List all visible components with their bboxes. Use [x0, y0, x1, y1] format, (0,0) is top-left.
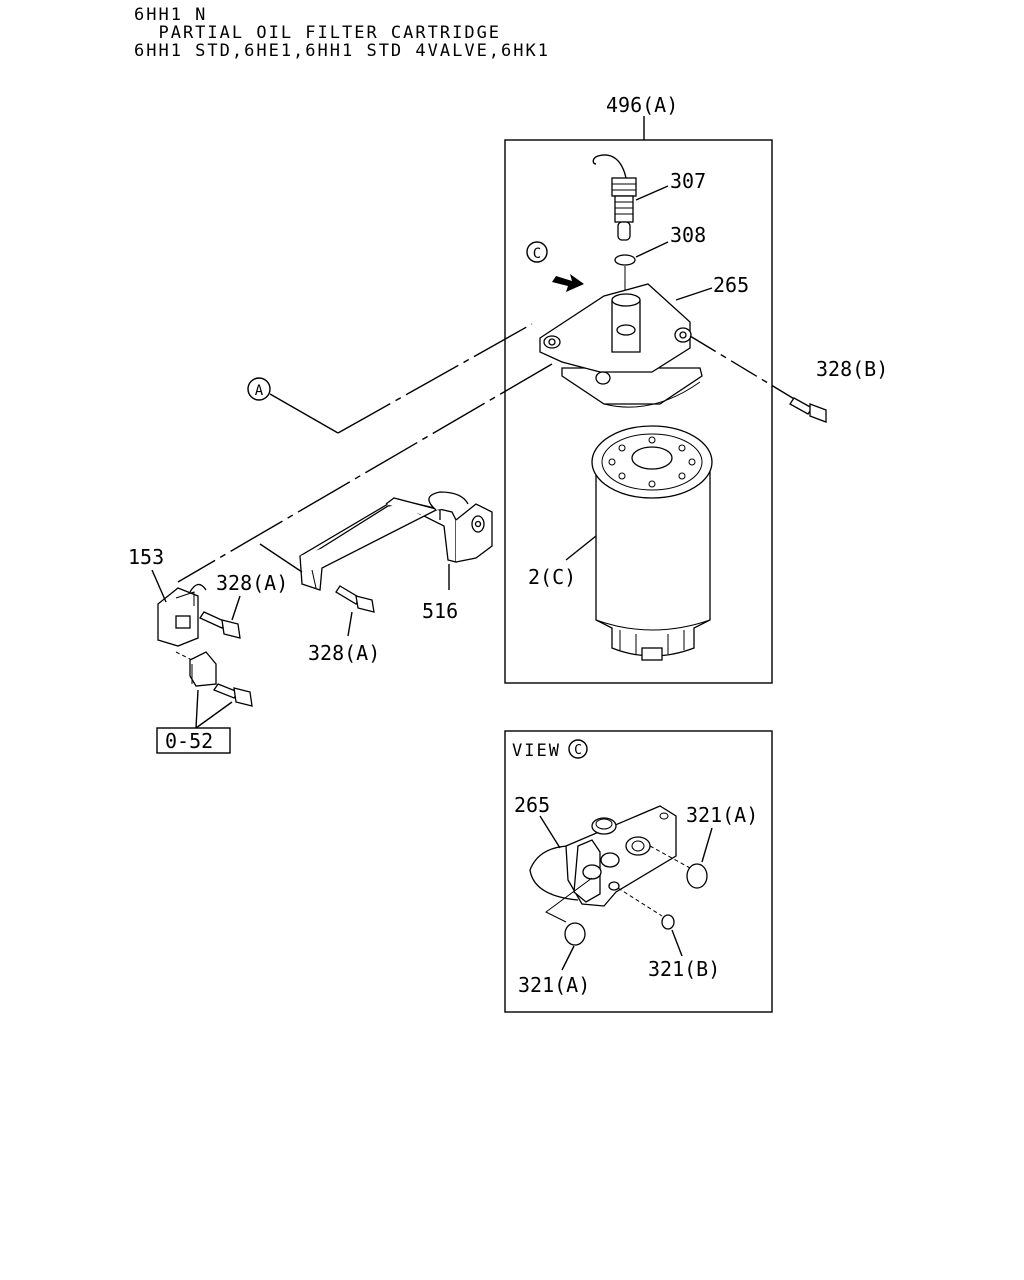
ref-box-label: 0-52 [165, 729, 213, 753]
view-c-marker [526, 241, 548, 263]
bracket-516 [299, 491, 493, 591]
head-label: 265 [713, 273, 749, 297]
ref-a-marker-letter: A [255, 383, 264, 399]
bolt-328a-bracket [335, 585, 375, 613]
filter-head [539, 283, 703, 408]
bolt-328a-stay [199, 611, 241, 639]
sensor-label: 307 [670, 169, 706, 193]
view-c-marker-letter: C [533, 246, 541, 262]
oil-pressure-sensor [592, 154, 637, 241]
bolt-lower [213, 683, 253, 707]
view-oring-a2-label: 321(A) [518, 973, 590, 997]
bolt-a2-label: 328(A) [308, 641, 380, 665]
view-c-frame [504, 730, 773, 1013]
bolt-b-label: 328(B) [816, 357, 888, 381]
bolt-a1-label: 328(A) [216, 571, 288, 595]
view-title-marker [568, 739, 588, 759]
bracket-label: 516 [422, 599, 458, 623]
o-ring-321b [661, 914, 675, 930]
bolt-328b [789, 397, 827, 423]
cartridge-label: 2(C) [528, 565, 576, 589]
bracket-stay-153 [157, 583, 207, 647]
assembly-label: 496(A) [606, 93, 678, 117]
view-title: VIEW [512, 741, 561, 761]
header-applicability: 6HH1 STD,6HE1,6HH1 STD 4VALVE,6HK1 [134, 41, 550, 61]
header-title: PARTIAL OIL FILTER CARTRIDGE [134, 23, 502, 43]
ref-a-marker [247, 377, 271, 401]
view-head-label: 265 [514, 793, 550, 817]
clip-lower [189, 651, 217, 687]
view-filter-head [529, 805, 677, 907]
oring-label: 308 [670, 223, 706, 247]
assembly-frame [504, 139, 773, 684]
view-title-marker-letter: C [574, 743, 582, 758]
ref-0-52-box [156, 727, 231, 754]
bracket-stay-label: 153 [128, 545, 164, 569]
header-model: 6HH1 N [134, 5, 208, 25]
view-oring-b-label: 321(B) [648, 957, 720, 981]
o-ring-308 [614, 254, 636, 266]
o-ring-321a-left [564, 922, 586, 946]
view-direction-arrow [552, 274, 584, 292]
view-oring-a1-label: 321(A) [686, 803, 758, 827]
filter-cartridge [591, 425, 713, 661]
o-ring-321a-right [686, 863, 708, 889]
